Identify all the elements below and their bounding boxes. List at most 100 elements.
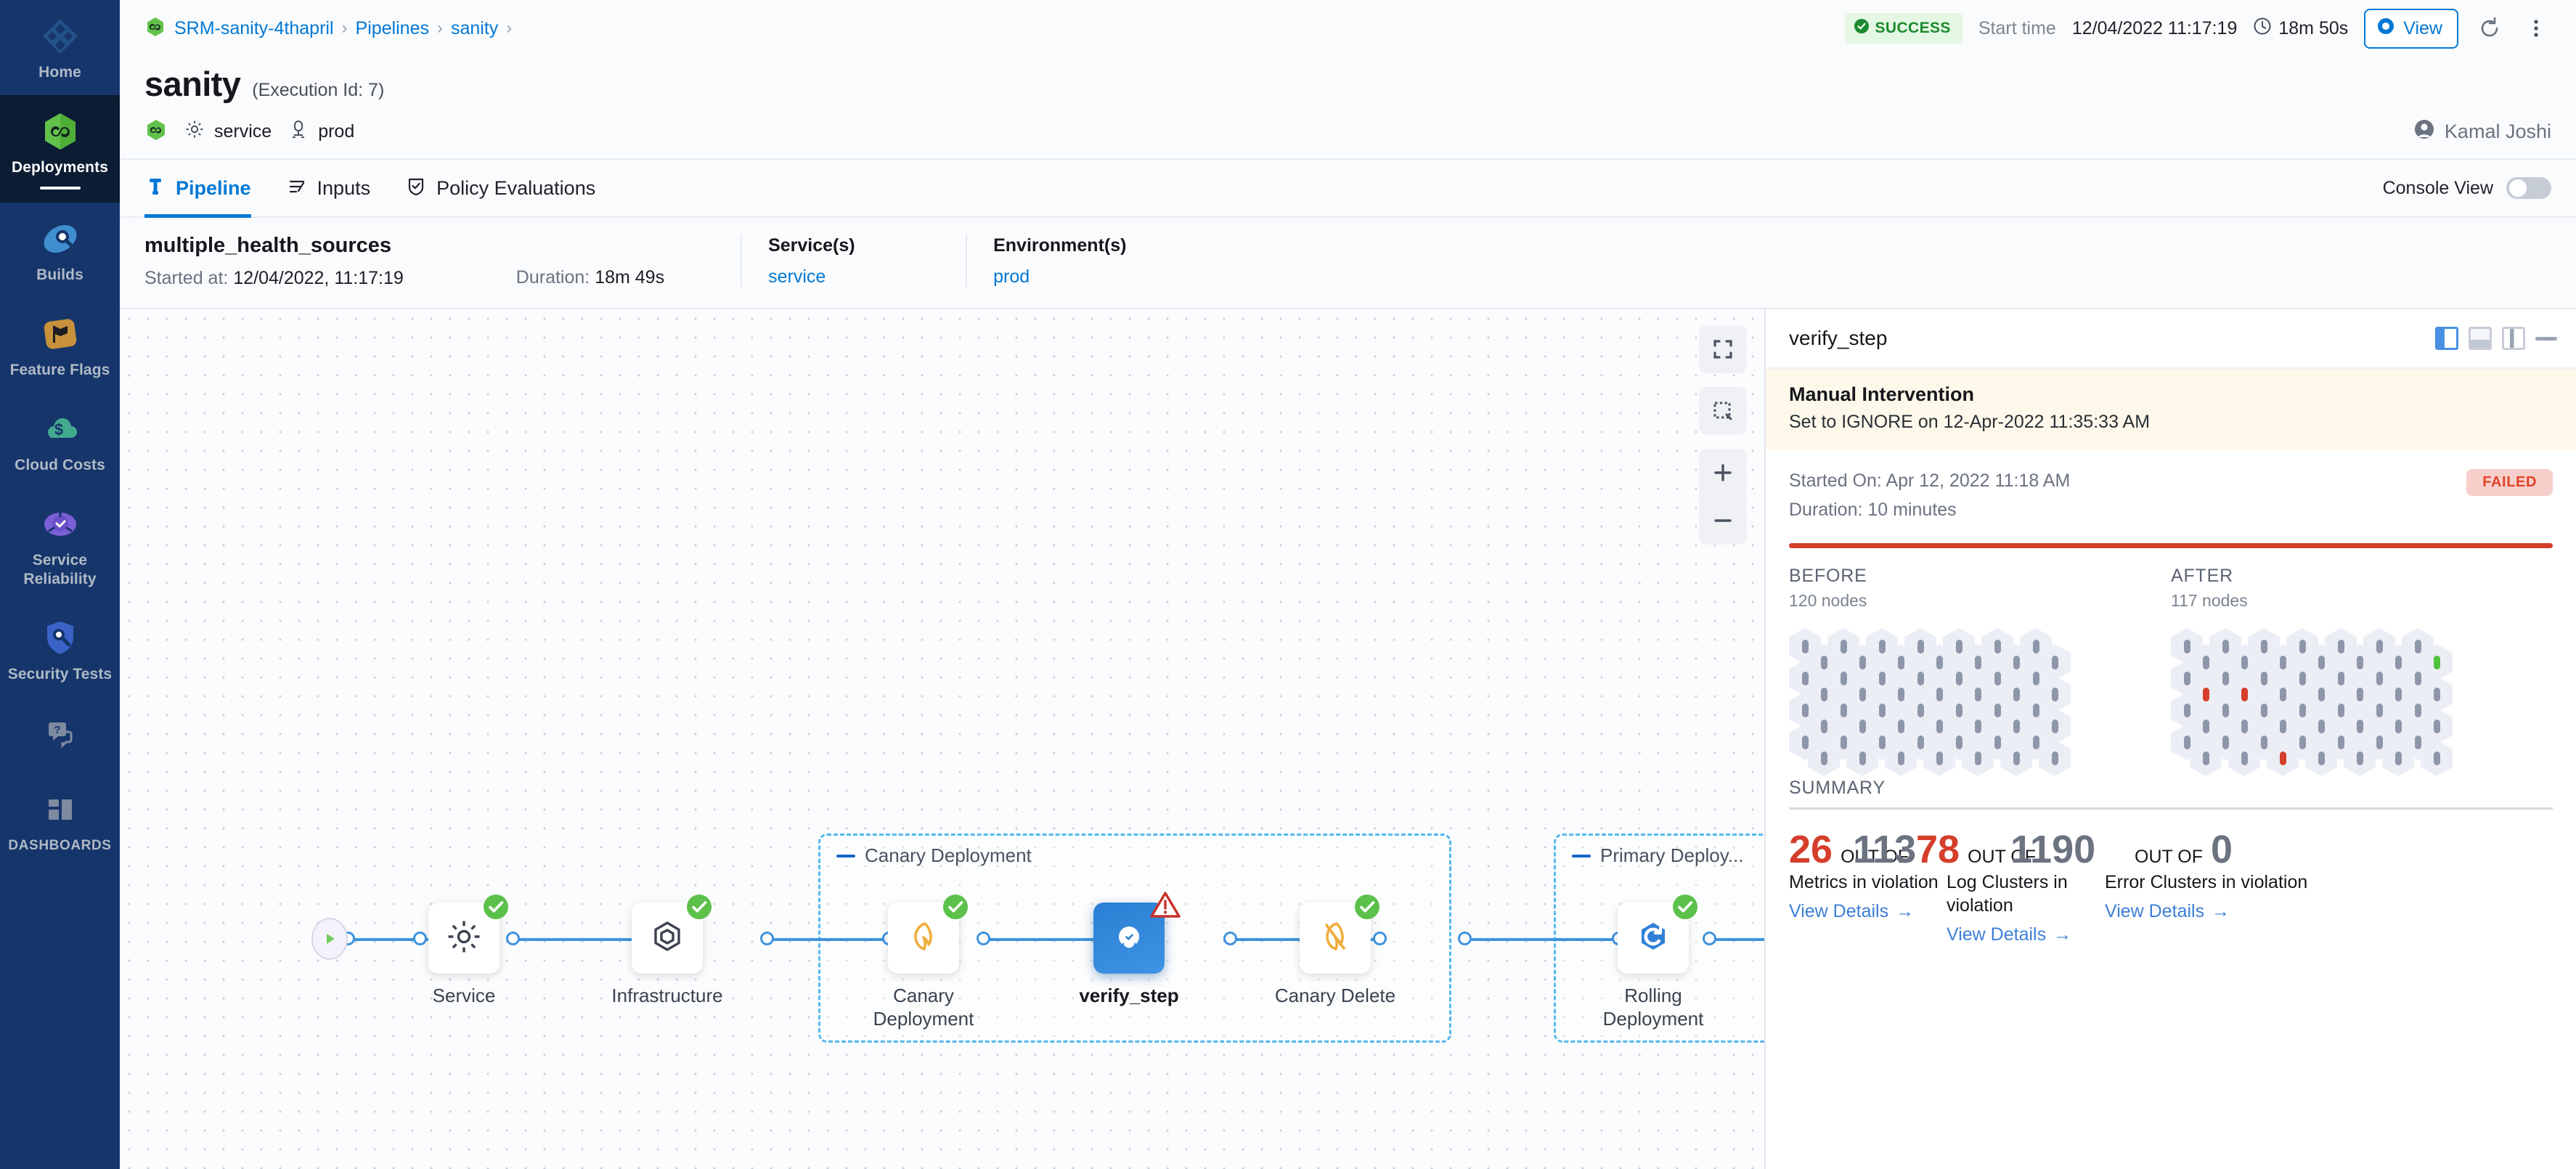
- sidebar-item-deployments[interactable]: Deployments: [0, 95, 120, 203]
- tab-policy-evaluations[interactable]: Policy Evaluations: [388, 160, 613, 216]
- breadcrumb-project[interactable]: SRM-sanity-4thapril: [174, 17, 334, 38]
- sidebar-item-dashboards[interactable]: DASHBOARDS: [0, 773, 120, 868]
- main-sidebar: Home Deployments B: [0, 0, 120, 1169]
- breadcrumb-pipeline-name[interactable]: sanity: [450, 17, 499, 38]
- environments-value[interactable]: prod: [993, 266, 1030, 287]
- svg-text:$: $: [54, 420, 62, 439]
- execution-meta-text: Started On: Apr 12, 2022 11:18 AM Durati…: [1789, 466, 2070, 524]
- summary-card-metrics-total: 113: [1853, 828, 1916, 871]
- sidebar-item-feature-flags[interactable]: Feature Flags: [0, 298, 120, 393]
- node-hex-dot: [2299, 639, 2306, 653]
- node-hex-dot: [2356, 655, 2363, 669]
- summary-value-row: 78 OUT OF: [1916, 828, 2098, 871]
- node-hex-dot: [2356, 751, 2363, 765]
- pipeline-icon: [144, 176, 166, 201]
- node-hex-dot: [2394, 719, 2402, 733]
- group-title: Canary Deployment: [836, 844, 1032, 867]
- sidebar-item-service-reliability[interactable]: Service Reliability: [0, 488, 120, 602]
- node-box[interactable]: [1093, 892, 1181, 974]
- node-hex-dot: [1840, 639, 1847, 653]
- step-details-panel: verify_step Manual Intervention Set to I…: [1764, 309, 2576, 1169]
- node-hex-dot: [1994, 671, 2001, 685]
- tab-label: Inputs: [317, 176, 371, 199]
- view-details-label: View Details: [1789, 901, 1889, 921]
- node-hex-dot: [1840, 703, 1847, 717]
- builds-icon: [40, 219, 81, 259]
- status-badge-label: SUCCESS: [1875, 20, 1951, 36]
- panel-bottom-view-icon[interactable]: [2469, 327, 2492, 350]
- tab-inputs[interactable]: Inputs: [269, 160, 388, 216]
- panel-title: verify_step: [1789, 327, 1888, 349]
- started-on: Started On: Apr 12, 2022 11:18 AM: [1789, 471, 2071, 491]
- services-value[interactable]: service: [768, 266, 826, 287]
- node-rolling-deployment[interactable]: Rolling Deployment: [1603, 895, 1703, 1030]
- sidebar-item-label: Feature Flags: [9, 362, 110, 378]
- arrow-right-icon: →: [2053, 924, 2072, 945]
- node-service[interactable]: Service: [428, 895, 508, 1006]
- node-hex-dot: [1955, 639, 1962, 653]
- node-hex-dot: [1917, 639, 1924, 653]
- node-box[interactable]: [1300, 895, 1379, 974]
- node-hex-dot: [1936, 687, 1943, 701]
- collapse-dash-icon[interactable]: [836, 854, 855, 858]
- fit-to-screen-icon[interactable]: [1699, 325, 1747, 373]
- node-hex-dot: [1974, 719, 1981, 733]
- collapse-dash-icon[interactable]: [1572, 854, 1591, 858]
- zoom-in-icon[interactable]: [1699, 449, 1747, 497]
- zoom-out-icon[interactable]: [1699, 497, 1747, 545]
- summary-header: SUMMARY: [1789, 778, 1886, 798]
- sidebar-item-security-tests[interactable]: Security Tests: [0, 602, 120, 697]
- node-hex-dot: [2356, 719, 2363, 733]
- node-hex-dot: [1878, 735, 1886, 749]
- gear-icon: [444, 916, 484, 961]
- home-diamond-icon: [40, 16, 81, 57]
- status-badge: SUCCESS: [1844, 13, 1962, 44]
- node-hex-dot: [1897, 719, 1904, 733]
- pipeline-canvas[interactable]: Canary Deployment Primary Deploy...: [120, 309, 1764, 1169]
- view-details-link[interactable]: View Details →: [2105, 901, 2230, 922]
- node-hex-dot: [2376, 671, 2383, 685]
- node-hex-dot: [1859, 751, 1866, 765]
- status-success-icon: [1671, 893, 1699, 921]
- minimize-icon[interactable]: [2535, 336, 2557, 341]
- selection-box-icon[interactable]: [1699, 387, 1747, 435]
- sidebar-item-builds[interactable]: Builds: [0, 203, 120, 298]
- view-button[interactable]: View: [2364, 8, 2458, 49]
- sidebar-item-home[interactable]: Home: [0, 0, 120, 95]
- node-box[interactable]: [1618, 895, 1697, 974]
- canary-delete-icon: [1315, 916, 1356, 961]
- node-box[interactable]: [632, 895, 712, 974]
- console-view-label: Console View: [2382, 177, 2493, 198]
- more-vertical-icon[interactable]: [2521, 13, 2551, 44]
- view-details-link[interactable]: View Details →: [1789, 901, 1914, 922]
- refresh-icon[interactable]: [2474, 13, 2505, 44]
- tab-pipeline[interactable]: Pipeline: [144, 160, 269, 218]
- panel-left-view-icon[interactable]: [2435, 327, 2458, 350]
- node-hex-dot: [1801, 703, 1809, 717]
- breadcrumb-pipelines[interactable]: Pipelines: [355, 17, 429, 38]
- node-hex-dot: [2414, 735, 2421, 749]
- node-hex-dot: [2013, 751, 2020, 765]
- group-title-label: Canary Deployment: [865, 844, 1032, 866]
- sidebar-item-help[interactable]: ?: [0, 697, 120, 773]
- summary-card-error-clusters: 0 OUT OF 0 Error Clusters in violation V…: [2105, 828, 2308, 922]
- before-hex-grid: [1789, 628, 2171, 776]
- user-chip[interactable]: Kamal Joshi: [2413, 118, 2551, 145]
- pipeline-start-node[interactable]: [311, 918, 348, 960]
- node-hex-dot: [1859, 655, 1866, 669]
- node-box[interactable]: [428, 895, 508, 974]
- node-box[interactable]: [888, 895, 968, 974]
- node-hex-dot: [2241, 719, 2248, 733]
- node-verify-step[interactable]: verify_step: [1079, 892, 1181, 1006]
- inputs-icon: [286, 176, 308, 201]
- sidebar-item-cloud-costs[interactable]: $ Cloud Costs: [0, 393, 120, 488]
- console-view-switch[interactable]: [2506, 177, 2551, 199]
- node-canary-deployment[interactable]: Canary Deployment: [873, 895, 974, 1030]
- view-details-link[interactable]: View Details →: [1947, 924, 2071, 945]
- sidebar-item-label: Builds: [36, 266, 83, 283]
- node-infrastructure[interactable]: Infrastructure: [611, 895, 723, 1006]
- panel-split-view-icon[interactable]: [2502, 327, 2525, 350]
- node-canary-delete[interactable]: Canary Delete: [1275, 895, 1395, 1006]
- node-label: Canary Deployment: [873, 985, 974, 1030]
- stage-duration: Duration: 18m 49s: [516, 267, 664, 288]
